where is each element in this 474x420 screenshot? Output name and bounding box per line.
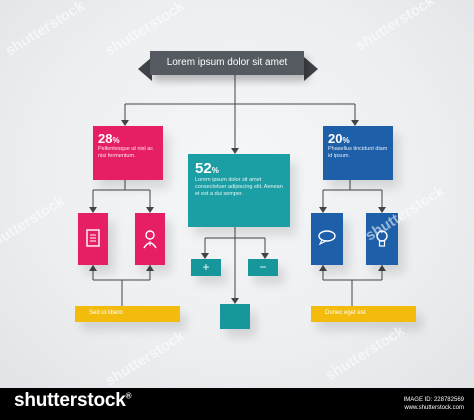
center-card: 52% Lorem ipsum dolor sit amet consectet… <box>188 154 290 227</box>
speech-card <box>311 213 343 265</box>
lightbulb-icon <box>366 229 398 253</box>
center-card-text: Lorem ipsum dolor sit amet consectetuer … <box>195 177 283 197</box>
arrow-head <box>89 265 97 271</box>
right-yellow-text: Donec eget est <box>325 310 366 316</box>
speech-bubble-icon <box>311 229 343 249</box>
title-banner: Lorem ipsum dolor sit amet <box>150 51 304 75</box>
plus-label: + <box>202 260 210 274</box>
person-icon <box>135 229 165 253</box>
arrow-head <box>261 253 269 259</box>
left-yellow-text: Sed ut libero <box>89 310 123 316</box>
arrow-head <box>231 148 239 154</box>
brand-logo: shutterstock® <box>14 390 132 411</box>
image-id-block: IMAGE ID: 228782569 www.shutterstock.com <box>404 396 464 412</box>
left-card: 28% Pellentesque ut nisl ac nisi ferment… <box>93 126 163 180</box>
document-card <box>78 213 108 265</box>
right-card: 20% Phasellus tincidunt diam id ipsum. <box>323 126 393 180</box>
right-card-text: Phasellus tincidunt diam id ipsum. <box>328 146 388 159</box>
minus-box: − <box>248 259 278 276</box>
left-card-text: Pellentesque ut nisl ac nisi fermentum. <box>98 146 154 159</box>
arrow-head <box>319 265 327 271</box>
right-yellow-bar: Donec eget est <box>311 306 416 322</box>
left-yellow-bar: Sed ut libero <box>75 306 180 322</box>
arrow-head <box>89 207 97 213</box>
arrow-head <box>231 298 239 304</box>
site-url: www.shutterstock.com <box>404 405 464 411</box>
arrow-head <box>378 207 386 213</box>
arrow-head <box>319 207 327 213</box>
banner-tail-right <box>304 57 318 81</box>
diagram-title: Lorem ipsum dolor sit amet <box>166 57 288 68</box>
right-card-percent: 20% <box>328 131 350 146</box>
document-icon <box>78 229 108 251</box>
arrow-head <box>201 253 209 259</box>
minus-label: − <box>259 260 267 274</box>
person-card <box>135 213 165 265</box>
arrow-head <box>351 120 359 126</box>
arrow-head <box>121 120 129 126</box>
image-id: IMAGE ID: 228782569 <box>403 397 464 403</box>
center-card-percent: 52% <box>195 160 219 177</box>
bottom-center-box <box>220 304 250 329</box>
plus-box: + <box>191 259 221 276</box>
left-card-percent: 28% <box>98 131 120 146</box>
diagram-canvas: Lorem ipsum dolor sit amet 28% Pellentes… <box>0 0 474 388</box>
lightbulb-card <box>366 213 398 265</box>
arrow-head <box>146 207 154 213</box>
arrow-head <box>378 265 386 271</box>
footer-bar: shutterstock® IMAGE ID: 228782569 www.sh… <box>0 388 474 420</box>
banner-tail-left <box>138 57 152 81</box>
arrow-head <box>146 265 154 271</box>
